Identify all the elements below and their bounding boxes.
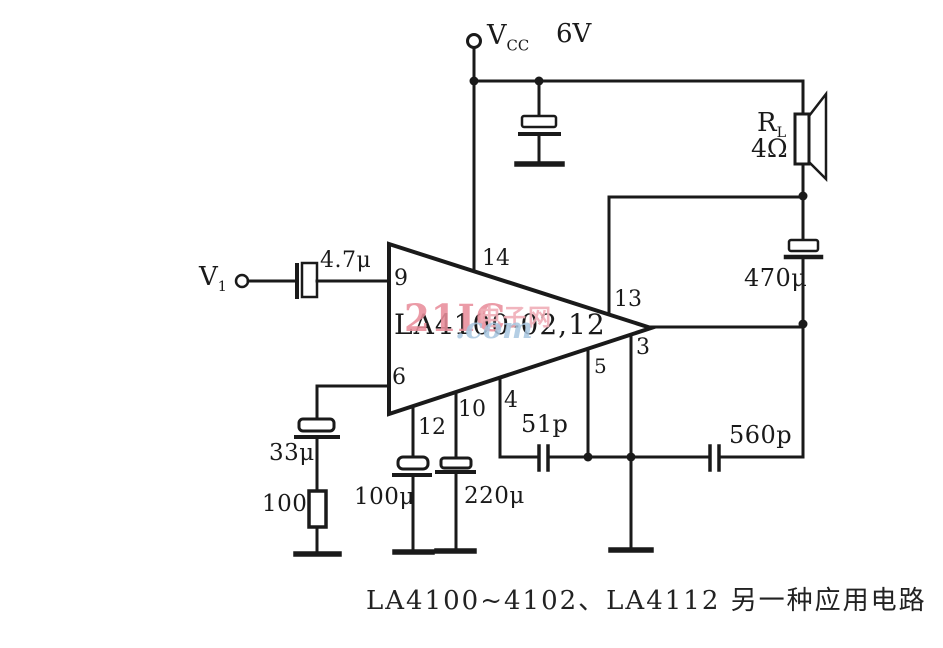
pin-13-label: 13 [614, 287, 642, 312]
ic-part-number: LA4100-02,12 [394, 308, 606, 341]
vcc-rail-wire [466, 33, 805, 275]
ripple-capacitor-icon [392, 404, 432, 553]
junction-dot [469, 76, 479, 86]
bootstrap-cap-value: 220μ [464, 483, 525, 509]
pin-9-label: 9 [394, 266, 408, 291]
output-cap-value: 470μ [744, 264, 808, 292]
phase-cap-value: 51p [521, 410, 569, 438]
feedback-res-value: 100 [262, 491, 308, 517]
pin-6-label: 6 [392, 365, 406, 390]
pin-3-label: 3 [636, 335, 650, 360]
pin-4-label: 4 [504, 388, 518, 413]
bootstrap-capacitor-icon [435, 391, 476, 552]
load-value: 4Ω [751, 134, 788, 163]
snubber-cap-value: 560p [729, 421, 793, 449]
vcc-terminal-icon [466, 33, 482, 49]
feedback-resistor-icon [307, 489, 328, 529]
pin-5-label: 5 [594, 354, 607, 378]
feedback-capacitor-icon [294, 417, 340, 493]
feedback-cap-value: 33μ [269, 440, 315, 466]
output-capacitor-icon [783, 194, 824, 326]
pin-10-label: 10 [458, 397, 486, 422]
input-capacitor-icon [295, 261, 391, 299]
input-terminal-icon [234, 273, 250, 289]
pin13-wire [607, 195, 805, 316]
ripple-cap-value: 100μ [354, 484, 415, 510]
phase-capacitor-icon [498, 376, 590, 472]
input-wire [234, 273, 297, 289]
figure-caption: LA4100~4102、LA4112 另一种应用电路 [366, 586, 927, 616]
pin6-wire [315, 384, 391, 421]
snubber-capacitor-icon [629, 444, 721, 472]
pin-12-label: 12 [418, 415, 446, 440]
load-label: RL [757, 108, 787, 142]
output-wire [648, 319, 808, 459]
bypass-capacitor-icon [518, 79, 561, 164]
input-label: V1 [199, 262, 227, 296]
junction-dot [798, 319, 808, 329]
vcc-label: VCC [487, 20, 530, 55]
input-cap-value: 4.7μ [320, 248, 372, 273]
pin-14-label: 14 [482, 246, 510, 271]
opamp-triangle-icon [387, 241, 658, 417]
vcc-voltage-label: 6V [556, 19, 592, 49]
speaker-icon [793, 90, 828, 183]
